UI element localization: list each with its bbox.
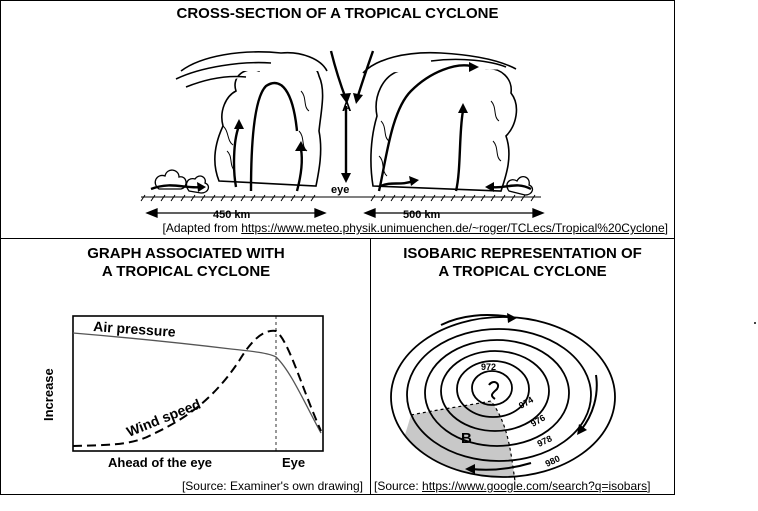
- cross-section-source-link[interactable]: https://www.meteo.physik.unimuenchen.de/…: [241, 221, 665, 235]
- isobar-source-link[interactable]: https://www.google.com/search?q=isobars: [422, 479, 648, 493]
- cross-section-diagram: A eye 450 km 500 km: [140, 50, 545, 221]
- isobar-label-976: 976: [529, 413, 547, 429]
- isobar-source-prefix: [Source:: [374, 479, 423, 493]
- air-pressure-line: [72, 332, 322, 434]
- source-suffix: ]: [664, 221, 668, 235]
- isobar-ring-972: [471, 370, 513, 406]
- isobar-source: [Source: https://www.google.com/search?q…: [374, 479, 651, 493]
- cross-section-title: CROSS-SECTION OF A TROPICAL CYCLONE: [176, 5, 499, 22]
- distance-arrows: [145, 208, 545, 218]
- cross-section-panel: CROSS-SECTION OF A TROPICAL CYCLONE: [0, 0, 675, 240]
- rotation-arrow-heads: [465, 313, 587, 474]
- graph-diagram: Air pressure Wind speed Increase Ahead o…: [41, 315, 324, 470]
- distance-left-label: 450 km: [213, 209, 251, 221]
- isobar-rings: [390, 316, 616, 478]
- graph-title-line2: A TROPICAL CYCLONE: [101, 263, 271, 280]
- source-prefix: [Adapted from: [162, 221, 242, 235]
- graph-x-label-right: Eye: [282, 455, 305, 470]
- isobar-label-974: 974: [517, 395, 535, 411]
- graph-x-label-left: Ahead of the eye: [108, 455, 212, 470]
- graph-title-line1: GRAPH ASSOCIATED WITH: [87, 245, 285, 262]
- arrow-heads: [197, 62, 494, 192]
- wind-speed-line: [72, 329, 322, 447]
- isobar-source-suffix: ]: [647, 479, 651, 493]
- isobar-ring-976: [440, 350, 550, 432]
- isobar-diagram: 972 974 976 978 980 B: [390, 313, 616, 482]
- graph-frame: [72, 315, 324, 452]
- stray-dot: [754, 322, 756, 324]
- graph-source: [Source: Examiner's own drawing]: [181, 479, 363, 493]
- left-cloud: [175, 51, 328, 187]
- wind-speed-label: Wind speed: [124, 396, 203, 440]
- isobar-panel: ISOBARIC REPRESENTATION OF A TROPICAL CY…: [370, 238, 675, 495]
- left-cloud-fringe: [222, 90, 310, 172]
- right-cloud: [362, 51, 518, 192]
- cross-section-source: [Adapted from https://www.meteo.physik.u…: [163, 221, 669, 235]
- isobar-ring-outer: [390, 316, 616, 478]
- label-eye: eye: [331, 184, 349, 196]
- label-b: B: [461, 430, 472, 447]
- isobar-ring-974: [456, 360, 530, 418]
- centre-swirl: [488, 381, 499, 400]
- isobar-ring-978: [424, 339, 570, 447]
- isobar-label-972: 972: [481, 362, 496, 372]
- graph-y-label: Increase: [41, 368, 56, 421]
- isobar-title-line1: ISOBARIC REPRESENTATION OF: [403, 245, 642, 262]
- isobar-title-line2: A TROPICAL CYCLONE: [438, 263, 607, 280]
- ground-hatching: [140, 194, 541, 202]
- isobar-ring-980: [406, 328, 592, 462]
- label-a: A: [342, 99, 352, 114]
- air-pressure-label: Air pressure: [93, 318, 177, 340]
- small-clouds: [154, 169, 534, 196]
- distance-right-label: 500 km: [403, 209, 441, 221]
- graph-panel: GRAPH ASSOCIATED WITH A TROPICAL CYCLONE…: [0, 238, 372, 495]
- rotation-arrows: [440, 314, 598, 471]
